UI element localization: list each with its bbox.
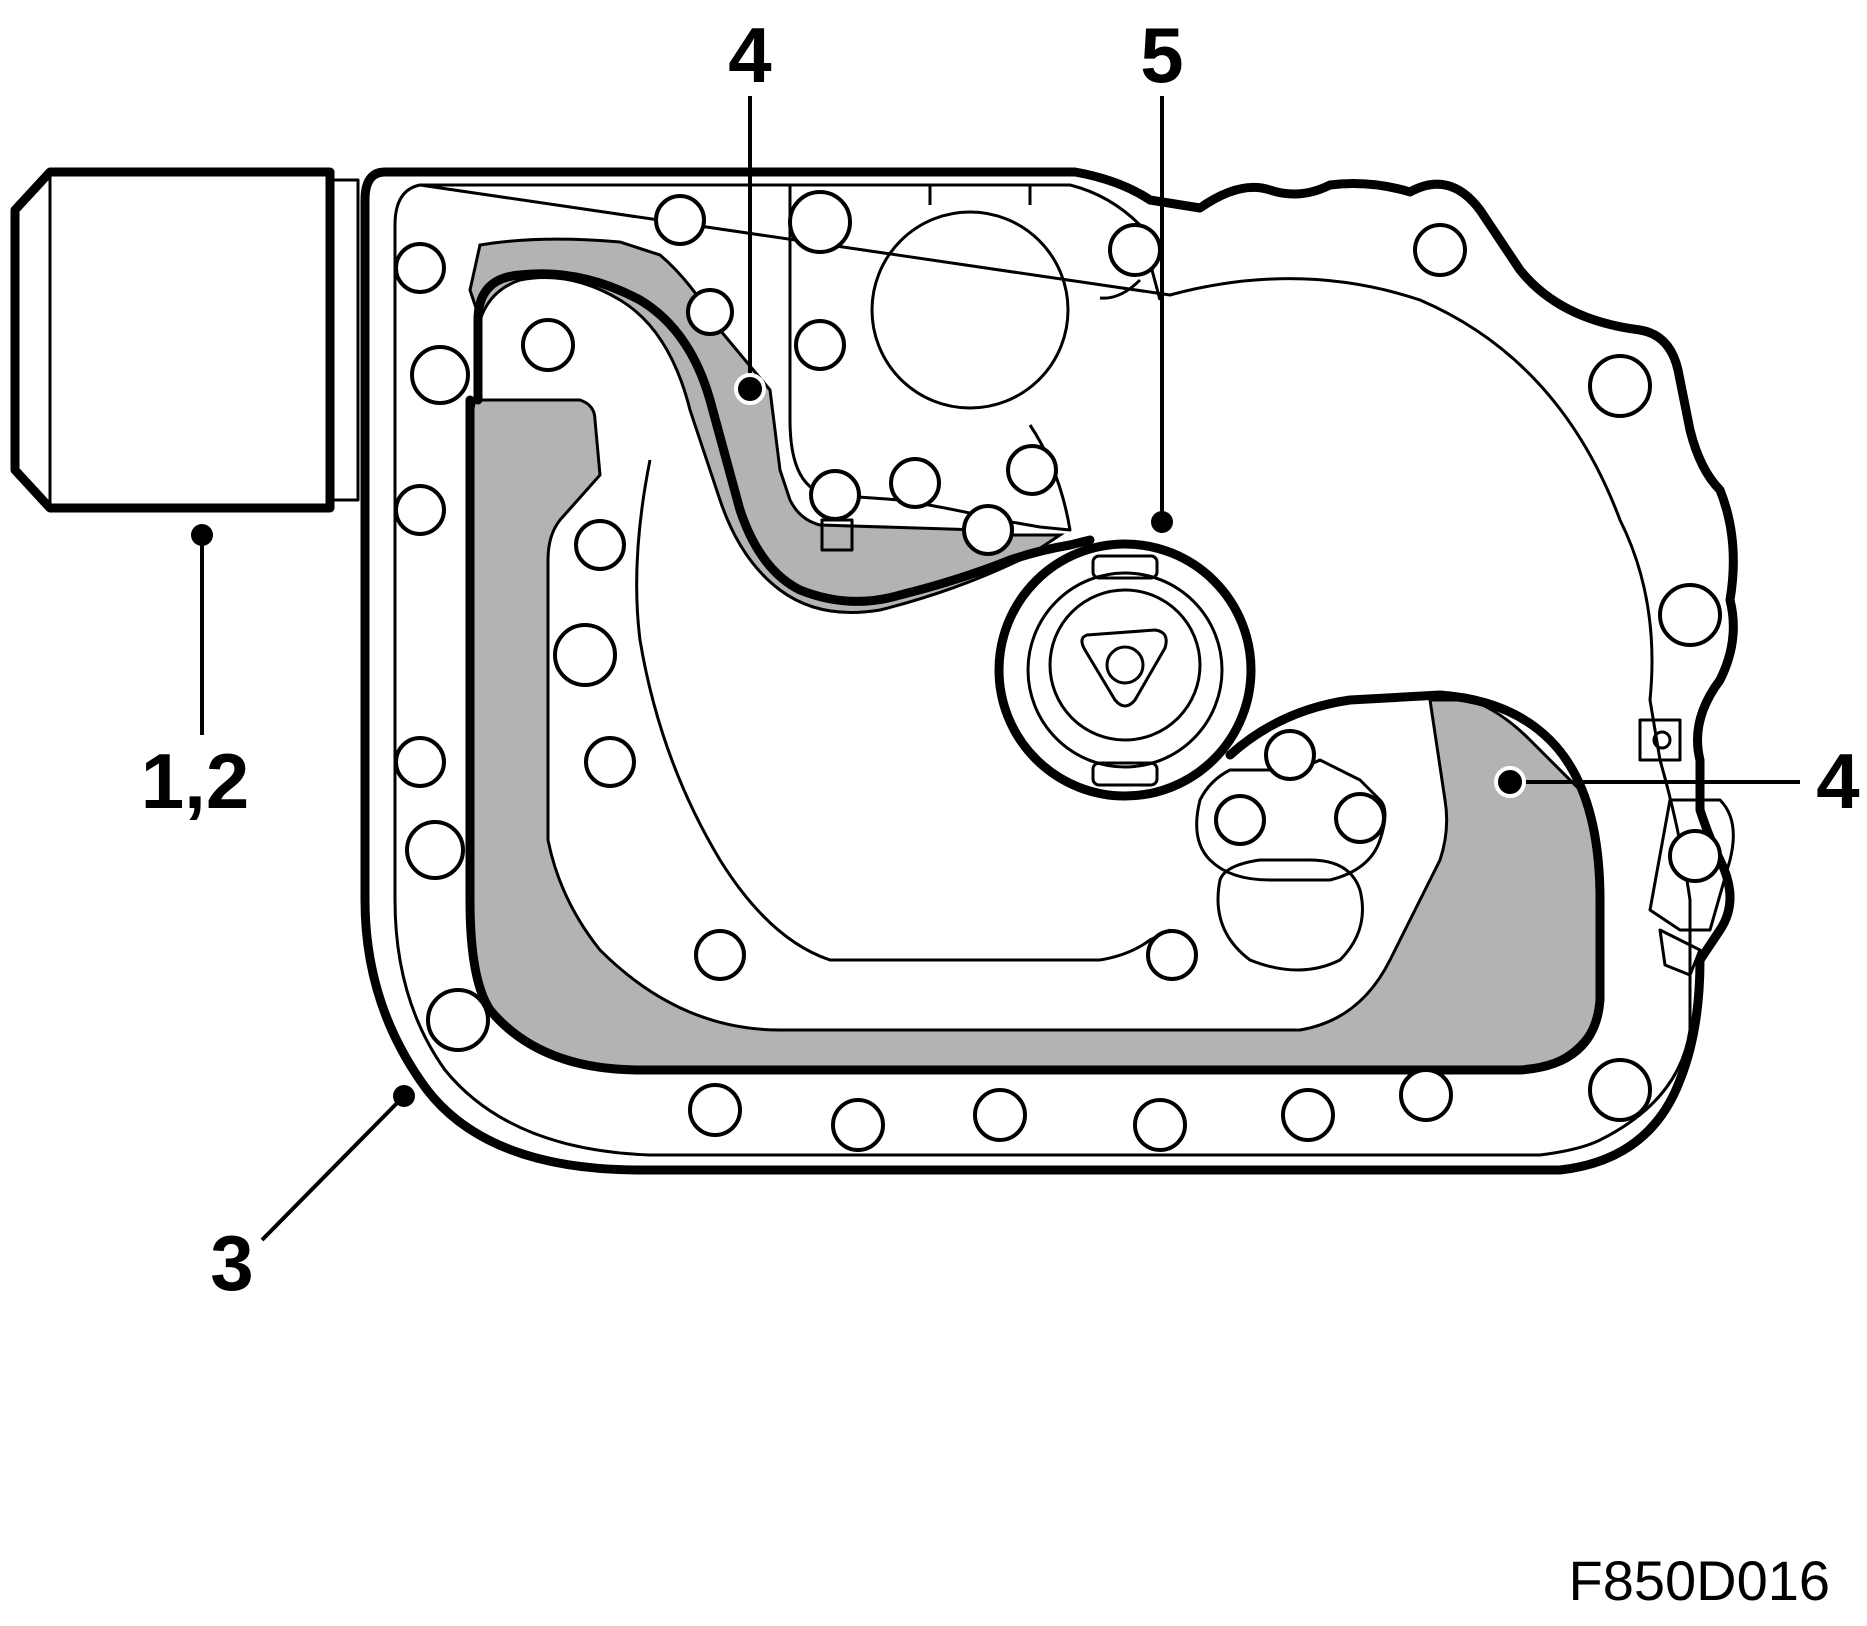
gasket-bead bbox=[473, 269, 1095, 606]
callout-4-right: 4 bbox=[1816, 737, 1859, 825]
callout-1-2: 1,2 bbox=[141, 737, 249, 825]
right-oval bbox=[1216, 858, 1364, 972]
figure-code: F850D016 bbox=[1568, 1549, 1830, 1612]
callout-4-upper: 4 bbox=[728, 11, 771, 99]
pump-gear bbox=[994, 539, 1256, 801]
callout-3: 3 bbox=[210, 1219, 253, 1307]
gasket-flange bbox=[393, 183, 1692, 1157]
housing-outline bbox=[360, 167, 1738, 1175]
leader-lines bbox=[191, 96, 1800, 1242]
sealant-bead-lower bbox=[468, 398, 1602, 1072]
oil-filter-housing bbox=[10, 167, 360, 513]
inner-cavity bbox=[635, 459, 1171, 962]
gasket-bead-lower bbox=[465, 395, 1605, 1075]
upper-boss bbox=[788, 185, 1142, 532]
bolt-holes bbox=[394, 190, 1722, 1152]
callout-5: 5 bbox=[1140, 11, 1183, 99]
right-bracket bbox=[1638, 718, 1735, 977]
sealant-bead-upper bbox=[468, 237, 1065, 614]
